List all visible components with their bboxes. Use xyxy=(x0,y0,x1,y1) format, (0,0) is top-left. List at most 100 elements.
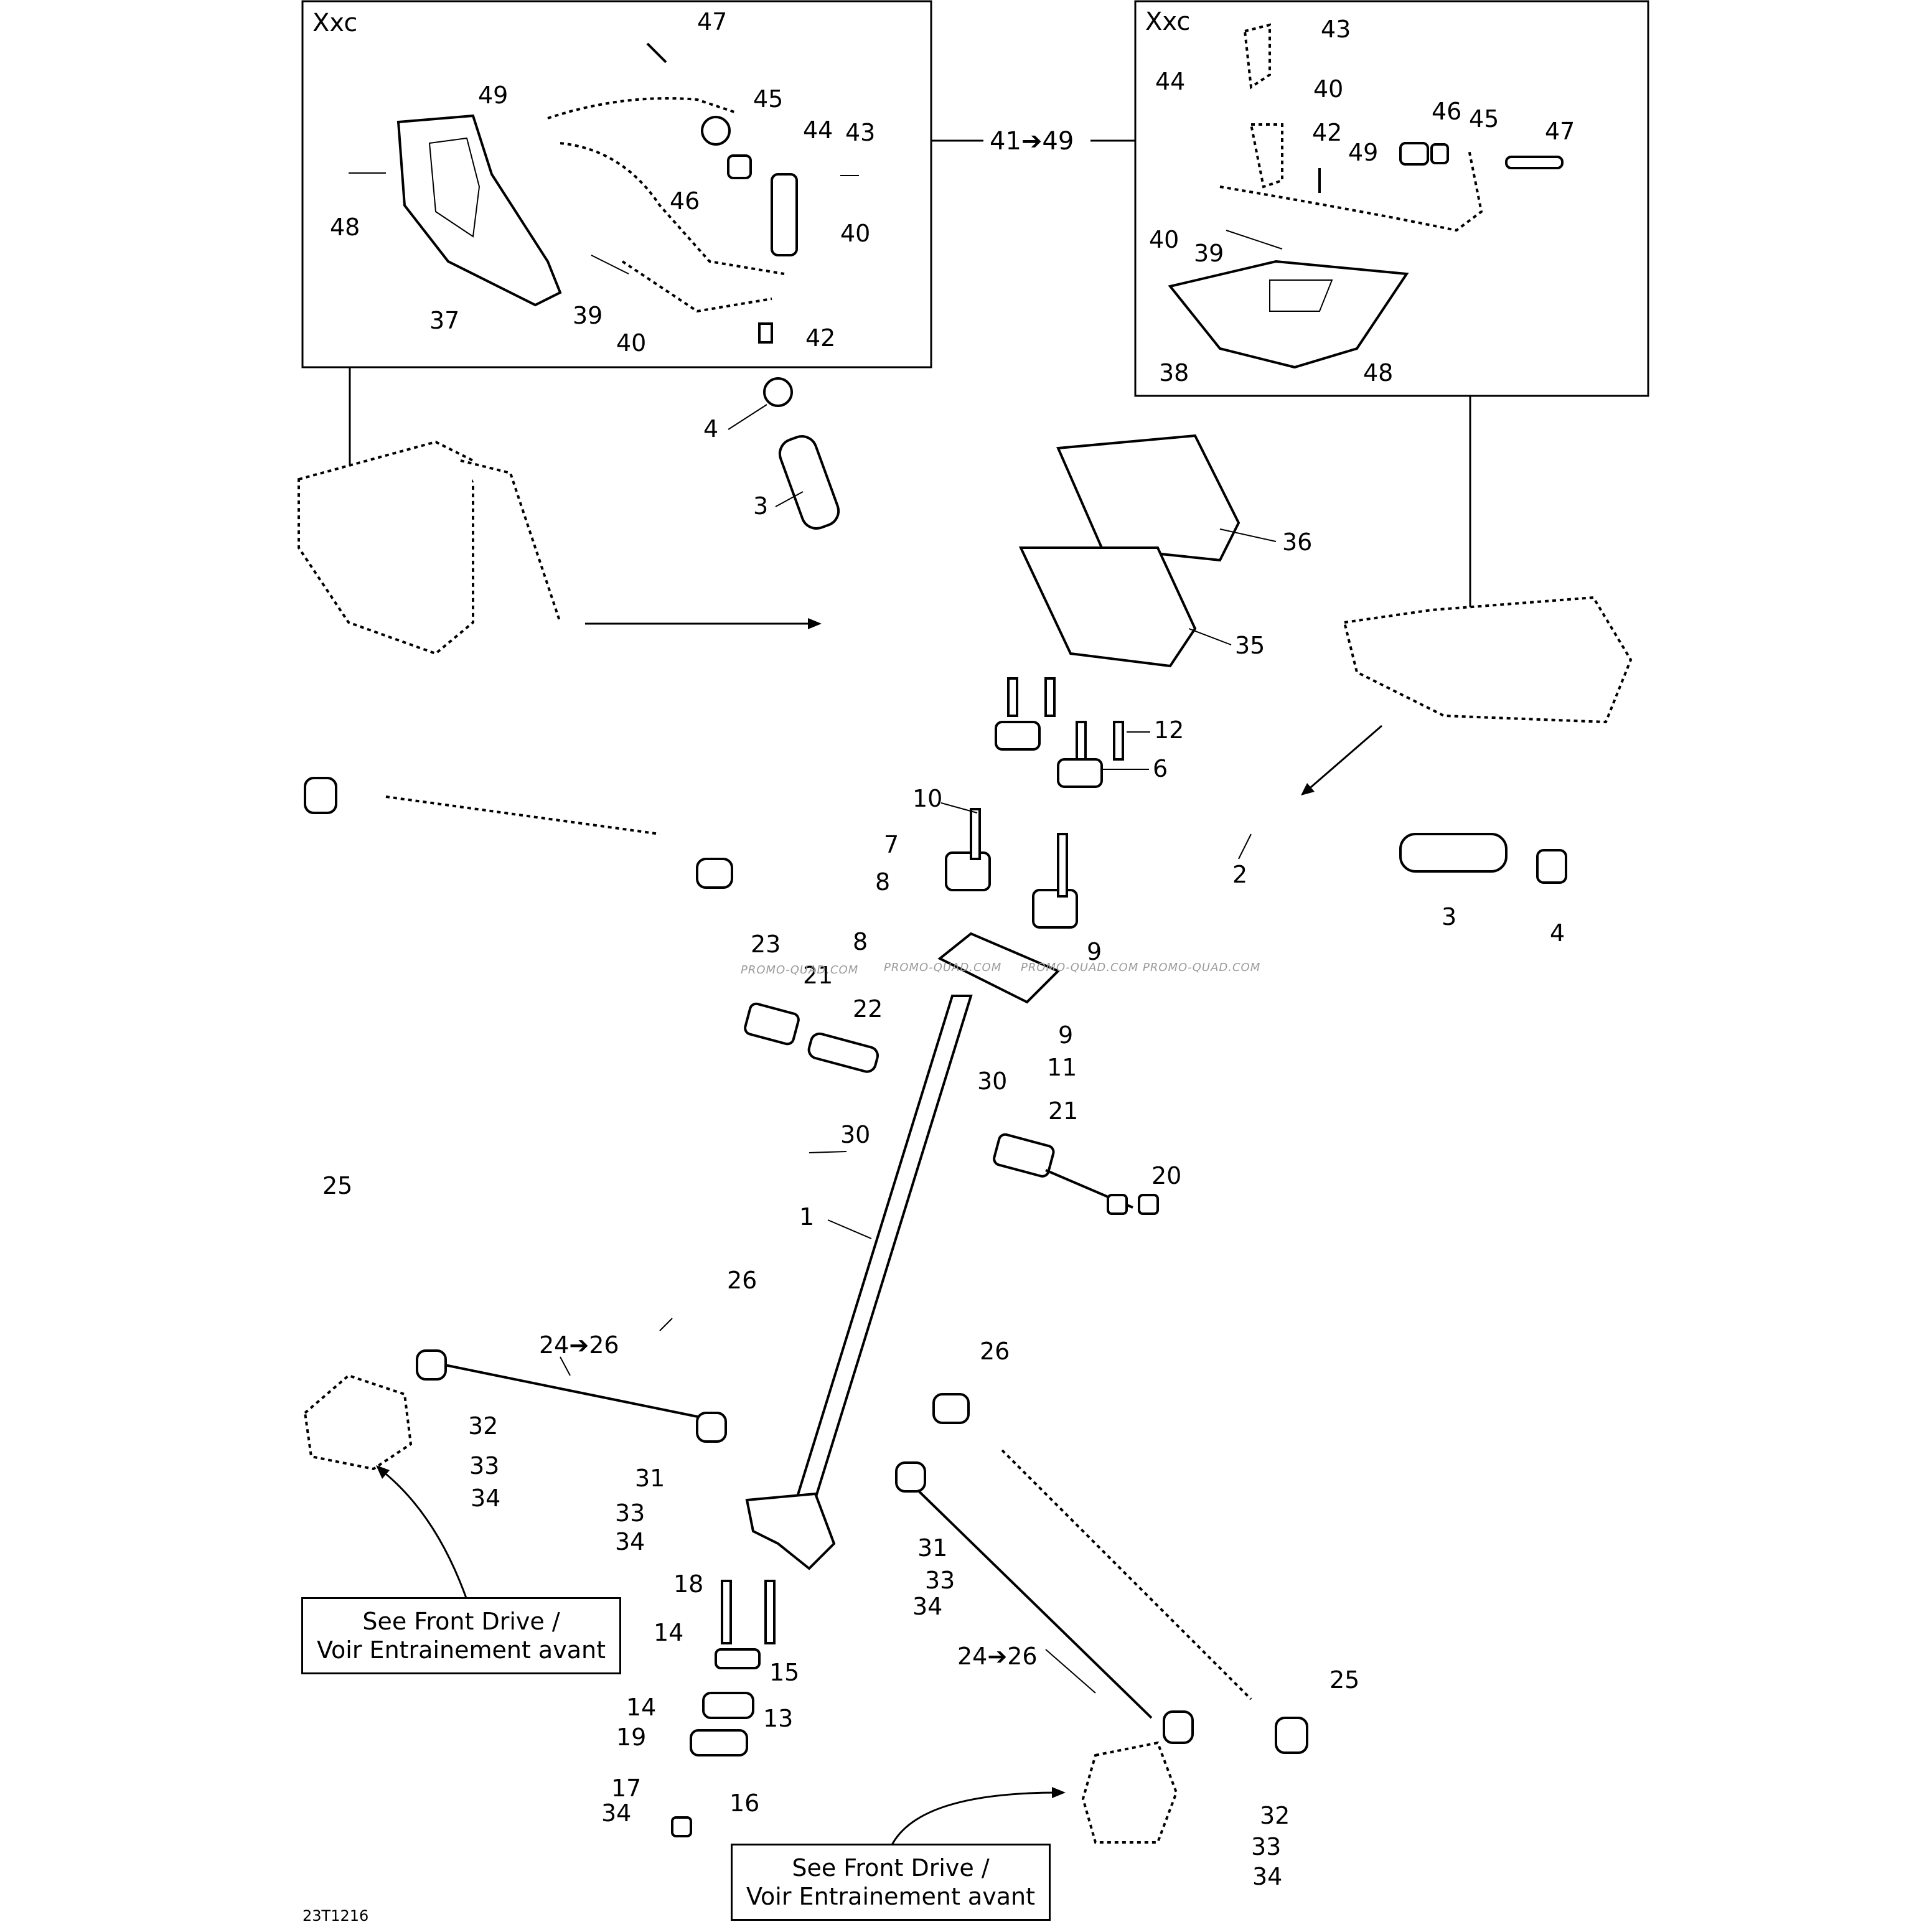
part-label: 42 xyxy=(805,324,835,352)
part-label: 34 xyxy=(471,1484,500,1512)
part-label: 21 xyxy=(803,962,833,989)
part-label: 49 xyxy=(1348,139,1378,166)
part-label: 49 xyxy=(478,82,508,109)
part-label: 40 xyxy=(1313,75,1343,103)
part-label: 40 xyxy=(1149,226,1179,253)
part-label: 19 xyxy=(616,1723,646,1751)
part-label: 13 xyxy=(763,1705,793,1732)
right-inset-title: Xxc xyxy=(1145,7,1190,36)
rear-tie-rod xyxy=(1001,1449,1252,1700)
part-label: 8 xyxy=(853,928,868,955)
part-label: 32 xyxy=(1260,1802,1290,1829)
part-label: 9 xyxy=(1058,1021,1073,1049)
part-label: 14 xyxy=(626,1694,656,1721)
watermark: PROMO-QUAD.COM xyxy=(884,961,1001,974)
steering-column xyxy=(789,995,973,1520)
left-knuckle xyxy=(303,1374,413,1471)
left-inset-title: Xxc xyxy=(312,9,357,37)
part-label: 9 xyxy=(1087,938,1102,965)
left-bar-end xyxy=(763,377,793,407)
part-label: 45 xyxy=(753,85,783,113)
part-label: 48 xyxy=(1363,359,1393,387)
part-label: 39 xyxy=(1194,240,1224,267)
part-label: 34 xyxy=(1252,1863,1282,1890)
part-label: 25 xyxy=(322,1172,352,1199)
watermark: PROMO-QUAD.COM xyxy=(741,964,858,977)
part-label: 39 xyxy=(573,302,603,329)
part-label: 47 xyxy=(1545,118,1575,145)
part-label: 34 xyxy=(615,1528,645,1555)
right-inset-frame xyxy=(1134,0,1649,397)
part-label: 33 xyxy=(469,1452,499,1479)
part-label: 14 xyxy=(654,1619,683,1646)
part-label: 26 xyxy=(980,1338,1010,1365)
part-label: 21 xyxy=(1048,1097,1078,1125)
part-label: 4 xyxy=(1550,919,1565,947)
part-label: 3 xyxy=(753,492,768,520)
part-label: 4 xyxy=(703,415,718,443)
part-label: 37 xyxy=(429,307,459,334)
part-label: 26 xyxy=(727,1267,757,1294)
left-assembly-preview xyxy=(298,440,561,655)
part-label: 31 xyxy=(917,1534,947,1562)
note-line-1: See Front Drive / xyxy=(362,1608,560,1635)
watermark: PROMO-QUAD.COM xyxy=(1143,961,1260,974)
part-label: 40 xyxy=(840,220,870,247)
part-label: 3 xyxy=(1442,903,1456,931)
part-label: 30 xyxy=(840,1121,870,1148)
handlebar-pad-36 xyxy=(1056,434,1240,562)
left-tie-rod xyxy=(435,1362,710,1420)
part-label: 1 xyxy=(799,1203,814,1231)
part-label: 16 xyxy=(729,1789,759,1817)
part-label: 12 xyxy=(1154,716,1184,744)
part-label: 7 xyxy=(884,831,899,858)
part-label: 43 xyxy=(845,119,875,146)
part-label: 44 xyxy=(803,116,833,144)
note-line-2: Voir Entrainement avant xyxy=(746,1883,1035,1910)
part-label: 6 xyxy=(1153,755,1168,782)
inset-range-label: 41➔49 xyxy=(990,127,1074,156)
part-label: 40 xyxy=(616,329,646,357)
right-assembly-preview xyxy=(1343,596,1633,724)
part-label: 34 xyxy=(601,1799,631,1827)
right-inset-handguard xyxy=(1168,23,1564,369)
part-label: 23 xyxy=(751,931,781,958)
part-label: 32 xyxy=(468,1412,498,1440)
part-label: 33 xyxy=(925,1567,955,1594)
left-inset-frame xyxy=(301,0,932,368)
front-drive-note-right: See Front Drive / Voir Entrainement avan… xyxy=(731,1844,1051,1921)
upper-tie-rod xyxy=(385,795,660,835)
part-label: 31 xyxy=(635,1465,665,1492)
part-label: 25 xyxy=(1329,1666,1359,1694)
right-knuckle xyxy=(1081,1741,1178,1844)
part-label: 43 xyxy=(1321,16,1351,43)
part-label: 20 xyxy=(1151,1162,1181,1189)
right-tie-rod xyxy=(907,1480,1153,1719)
part-label: 44 xyxy=(1155,68,1185,95)
part-label: 42 xyxy=(1312,119,1342,146)
front-drive-note-left: See Front Drive / Voir Entrainement avan… xyxy=(301,1597,621,1674)
part-label: 47 xyxy=(697,8,727,35)
part-label: 33 xyxy=(615,1499,645,1527)
handlebar-pad-35 xyxy=(1018,546,1197,668)
right-bar-end xyxy=(1536,849,1567,884)
part-label: 34 xyxy=(912,1593,942,1620)
part-label: 24➔26 xyxy=(539,1331,619,1359)
part-label: 10 xyxy=(912,785,942,812)
part-label: 17 xyxy=(611,1775,641,1802)
watermark: PROMO-QUAD.COM xyxy=(1021,961,1138,974)
part-label: 46 xyxy=(1432,98,1461,125)
reference-code: 23T1216 xyxy=(302,1907,368,1925)
part-label: 33 xyxy=(1251,1833,1281,1860)
part-label: 15 xyxy=(769,1659,799,1686)
part-label: 38 xyxy=(1159,359,1189,387)
part-label: 24➔26 xyxy=(957,1643,1038,1670)
part-label: 36 xyxy=(1282,528,1312,556)
part-label: 30 xyxy=(977,1067,1007,1095)
note-line-2: Voir Entrainement avant xyxy=(317,1636,606,1664)
part-label: 8 xyxy=(875,868,890,896)
part-label: 48 xyxy=(330,213,360,241)
left-inset-handguard xyxy=(349,42,859,344)
part-label: 35 xyxy=(1235,632,1265,659)
